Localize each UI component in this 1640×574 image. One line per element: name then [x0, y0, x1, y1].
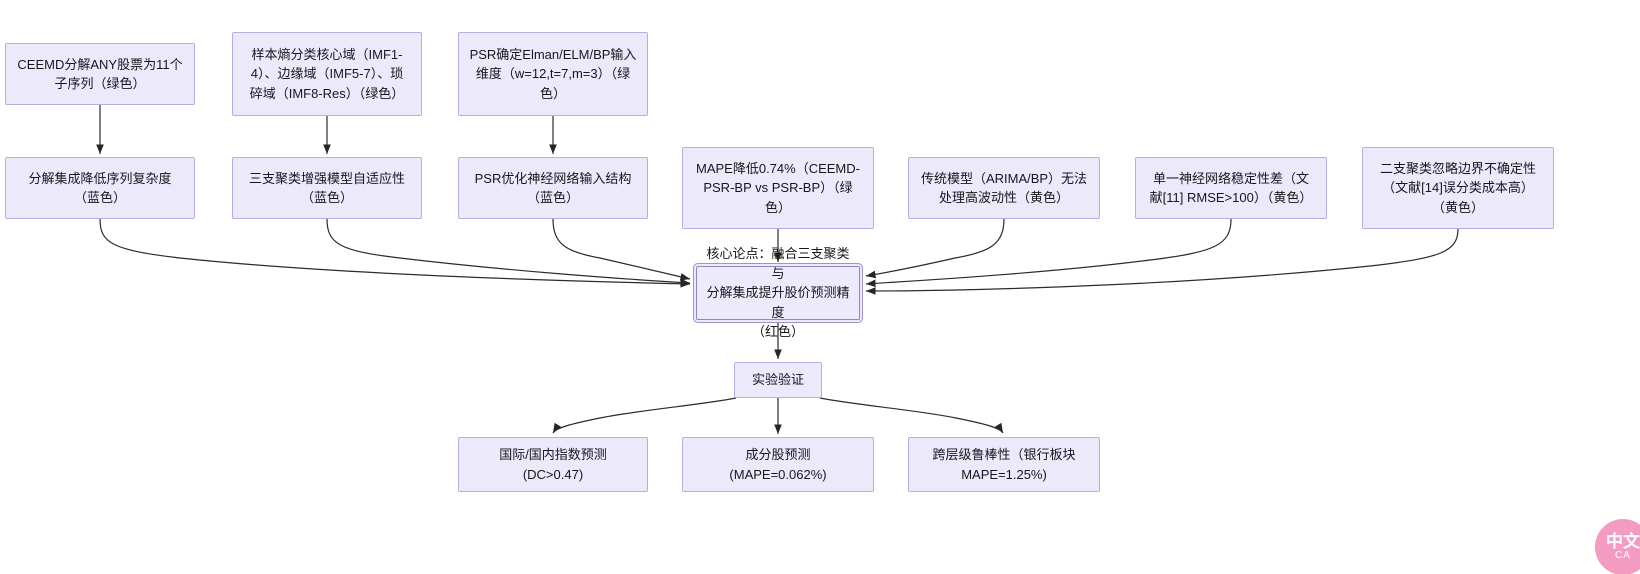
node-experimental-validation[interactable]: 实验验证	[734, 362, 822, 398]
edge-n10-n11	[865, 228, 1459, 295]
edge-n8-n11	[865, 218, 1005, 279]
watermark-badge: 中文 CA	[1595, 519, 1640, 574]
node-traditional-model-gap[interactable]: 传统模型（ARIMA/BP）无法 处理高波动性（黄色）	[908, 157, 1100, 219]
node-label: PSR优化神经网络输入结构 （蓝色）	[474, 170, 632, 206]
node-label: 核心论点：融合三支聚类与 分解集成提升股价预测精度 （红色）	[706, 246, 850, 340]
node-label: 三支聚类增强模型自适应性 （蓝色）	[248, 170, 405, 206]
edge-n6-n11	[552, 218, 691, 281]
node-result-index-prediction[interactable]: 国际/国内指数预测 (DC>0.47)	[458, 437, 648, 492]
watermark-text: 中文	[1606, 531, 1640, 551]
node-label: MAPE降低0.74%（CEEMD- PSR-BP vs PSR-BP）（绿 色…	[696, 160, 860, 215]
node-label: 国际/国内指数预测 (DC>0.47)	[499, 447, 607, 482]
node-decomposition-reduces-complexity[interactable]: 分解集成降低序列复杂度 （蓝色）	[5, 157, 195, 219]
edge-n9-n11	[865, 218, 1232, 288]
edge-n5-n11	[326, 218, 691, 287]
node-core-claim[interactable]: 核心论点：融合三支聚类与 分解集成提升股价预测精度 （红色）	[696, 246, 860, 339]
watermark-subtext: CA	[1615, 549, 1631, 561]
node-label: 实验验证	[751, 372, 804, 388]
node-result-constituent-stock-prediction[interactable]: 成分股预测 (MAPE=0.062%)	[682, 437, 874, 492]
node-psr-optimizes-network-input[interactable]: PSR优化神经网络输入结构 （蓝色）	[458, 157, 648, 219]
node-label: 单一神经网络稳定性差（文 献[11] RMSE>100）（黄色）	[1149, 170, 1313, 206]
node-psr-input-dimension[interactable]: PSR确定Elman/ELM/BP输入 维度（w=12,t=7,m=3）（绿 色…	[458, 32, 648, 116]
node-label: CEEMD分解ANY股票为11个 子序列（绿色）	[17, 56, 183, 92]
node-three-way-clustering-adaptivity[interactable]: 三支聚类增强模型自适应性 （蓝色）	[232, 157, 422, 219]
node-result-cross-level-robustness[interactable]: 跨层级鲁棒性（银行板块 MAPE=1.25%)	[908, 437, 1100, 492]
node-label: 成分股预测 (MAPE=0.062%)	[729, 447, 827, 482]
node-mape-improvement-evidence[interactable]: MAPE降低0.74%（CEEMD- PSR-BP vs PSR-BP）（绿 色…	[682, 147, 874, 229]
node-label: 分解集成降低序列复杂度 （蓝色）	[28, 170, 172, 206]
node-label: 二支聚类忽略边界不确定性 （文献[14]误分类成本高） （黄色）	[1379, 160, 1536, 215]
edge-n12-n15	[819, 397, 1004, 434]
edge-n12-n13	[552, 397, 737, 434]
edge-n4-n11	[99, 218, 691, 288]
node-two-way-clustering-gap[interactable]: 二支聚类忽略边界不确定性 （文献[14]误分类成本高） （黄色）	[1362, 147, 1554, 229]
node-label: 传统模型（ARIMA/BP）无法 处理高波动性（黄色）	[920, 170, 1088, 206]
node-sample-entropy-classification[interactable]: 样本熵分类核心域（IMF1- 4）、边缘域（IMF5-7）、琐 碎域（IMF8-…	[232, 32, 422, 116]
node-label: 样本熵分类核心域（IMF1- 4）、边缘域（IMF5-7）、琐 碎域（IMF8-…	[249, 46, 405, 101]
node-single-network-instability-gap[interactable]: 单一神经网络稳定性差（文 献[11] RMSE>100）（黄色）	[1135, 157, 1327, 219]
node-ceemd-decomposition[interactable]: CEEMD分解ANY股票为11个 子序列（绿色）	[5, 43, 195, 105]
node-label: PSR确定Elman/ELM/BP输入 维度（w=12,t=7,m=3）（绿 色…	[469, 46, 637, 101]
node-label: 跨层级鲁棒性（银行板块 MAPE=1.25%)	[932, 447, 1076, 482]
